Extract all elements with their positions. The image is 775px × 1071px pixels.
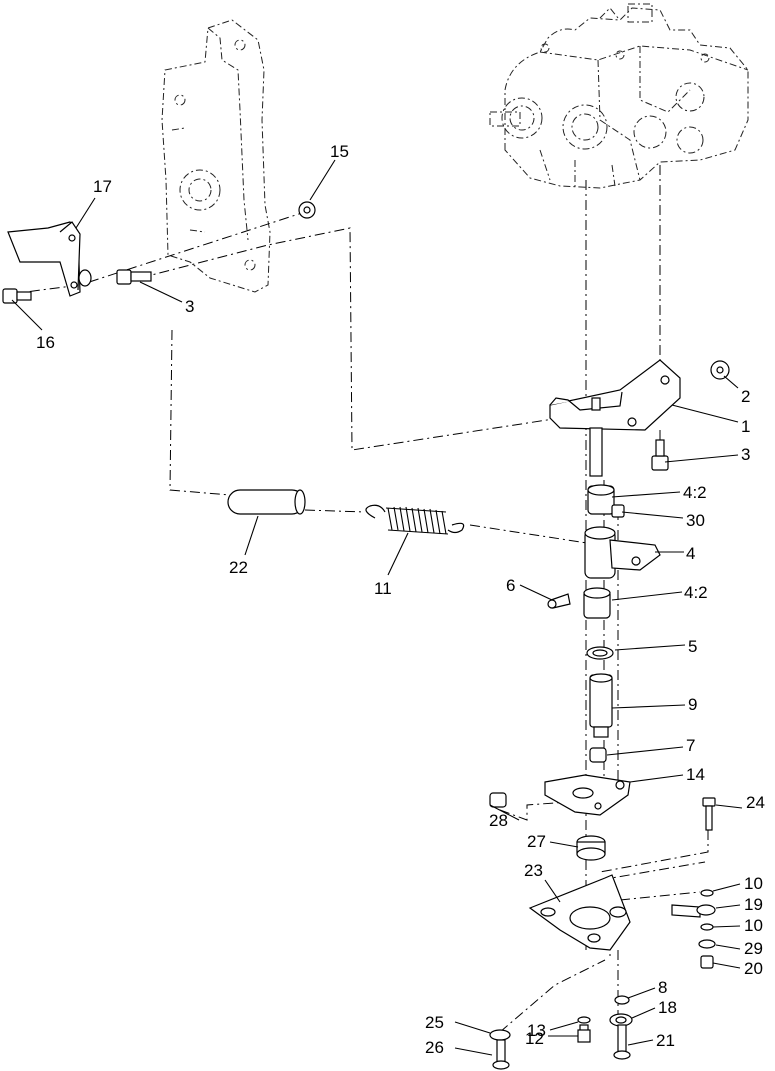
callout-2: 2	[741, 387, 750, 406]
grease-fitting-part-6	[547, 593, 571, 609]
callout-3-left: 3	[185, 297, 194, 316]
nut-part-7	[589, 747, 607, 763]
bushing-part-4-2-upper	[587, 484, 615, 515]
spring-part-11	[365, 504, 465, 535]
callout-20: 20	[744, 959, 763, 978]
bolt-part-21	[613, 1024, 631, 1060]
pivot-arm-part-4	[584, 526, 661, 579]
callout-29: 29	[744, 939, 763, 958]
bushing-part-18	[609, 1013, 633, 1027]
callout-4: 4	[686, 544, 695, 563]
hydraulic-pump	[489, 3, 749, 190]
washer-part-29	[698, 939, 716, 949]
sleeve-part-22	[227, 489, 306, 515]
washer-part-25	[489, 1029, 511, 1041]
washer-part-5	[586, 646, 614, 660]
washer-part-10-upper	[700, 889, 714, 897]
callout-27: 27	[527, 832, 546, 851]
washer-part-13	[577, 1016, 591, 1024]
bushing-part-27	[576, 835, 606, 861]
callout-25: 25	[425, 1013, 444, 1032]
callout-30: 30	[686, 511, 705, 530]
callout-15: 15	[330, 142, 349, 161]
plate-part-14	[544, 774, 631, 816]
leader-lines	[11, 159, 743, 1056]
nut-part-28	[489, 792, 507, 808]
callout-14: 14	[686, 765, 705, 784]
callout-8: 8	[658, 978, 667, 997]
nut-part-20	[700, 955, 714, 969]
callout-26: 26	[425, 1038, 444, 1057]
callout-4-2-lower: 4:2	[684, 583, 708, 602]
mounting-plate	[161, 19, 271, 293]
callout-1: 1	[741, 417, 750, 436]
callout-16: 16	[36, 333, 55, 352]
callout-7: 7	[686, 736, 695, 755]
bracket-part-17	[7, 221, 92, 297]
nut-part-15	[298, 201, 316, 219]
callout-23: 23	[524, 861, 543, 880]
callout-6: 6	[506, 576, 515, 595]
bolt-part-26	[492, 1039, 510, 1070]
callout-21: 21	[656, 1031, 675, 1050]
callout-22: 22	[229, 558, 248, 577]
nut-part-2	[710, 360, 730, 380]
nut-part-30	[611, 504, 625, 518]
bracket-part-1	[549, 359, 681, 477]
callout-10-lower: 10	[744, 916, 763, 935]
plate-part-23	[528, 874, 631, 951]
callout-13: 13	[527, 1021, 546, 1040]
washer-part-10-lower	[700, 923, 714, 931]
washer-part-8	[614, 995, 630, 1005]
callout-19: 19	[744, 895, 763, 914]
shaft-part-9	[589, 673, 613, 738]
bushing-part-4-2-lower	[583, 587, 611, 619]
callout-17: 17	[93, 177, 112, 196]
bolt-part-16	[2, 288, 32, 304]
callout-11: 11	[374, 579, 392, 598]
callout-5: 5	[688, 637, 697, 656]
clip-part-19	[671, 904, 716, 918]
callout-12: 12	[525, 1029, 544, 1048]
callout-3-right: 3	[741, 445, 750, 464]
bolt-part-3-right	[651, 439, 669, 471]
callout-28: 28	[489, 811, 508, 830]
bolt-part-24	[702, 797, 716, 831]
callout-9: 9	[688, 695, 697, 714]
callout-24: 24	[746, 793, 765, 812]
bolt-part-3-left	[116, 269, 152, 285]
callout-4-2-upper: 4:2	[683, 483, 707, 502]
bolt-part-12	[577, 1024, 591, 1043]
callout-labels: 15 17 16 3 2 1 3 4:2 30 4 22 11 6 4:2 5 …	[36, 142, 765, 1057]
callout-10-upper: 10	[744, 874, 763, 893]
callout-18: 18	[658, 998, 677, 1017]
